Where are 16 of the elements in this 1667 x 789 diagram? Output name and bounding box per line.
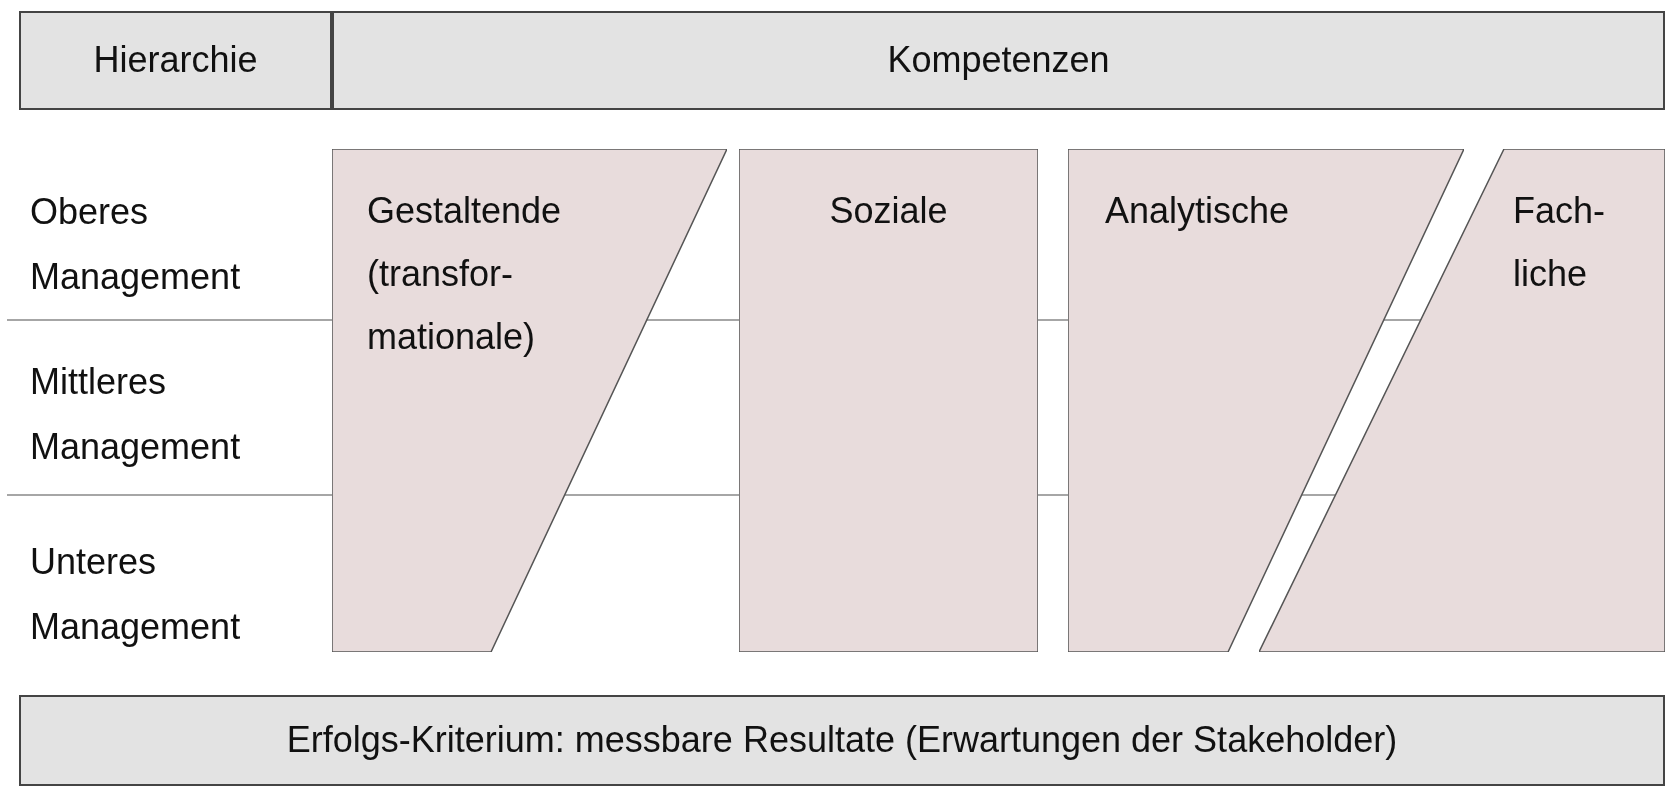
competence-shape xyxy=(1068,149,1464,652)
cell-text: Hierarchie xyxy=(93,38,258,83)
header-cell xyxy=(19,11,332,110)
competence-label: Soziale xyxy=(828,189,949,233)
criterion-bar xyxy=(19,695,1665,786)
header-cell xyxy=(332,11,1665,110)
competence-label: Fach- liche xyxy=(1513,189,1607,296)
competence-shape xyxy=(739,149,1038,652)
competence-label: Analytische xyxy=(1105,189,1291,233)
competence-shape xyxy=(332,149,727,652)
cell-text: Erfolgs-Kriterium: messbare Resultate (Erwartungen der Stakeholder) xyxy=(286,718,1398,763)
hierarchy-level: Oberes Management xyxy=(30,190,242,299)
hierarchy-level: Mittleres Management xyxy=(30,360,242,469)
competence-label: Gestaltende (transfor- mationale) xyxy=(367,189,563,359)
cell-text: Kompetenzen xyxy=(887,38,1110,83)
hierarchy-level: Unteres Management xyxy=(30,540,242,649)
